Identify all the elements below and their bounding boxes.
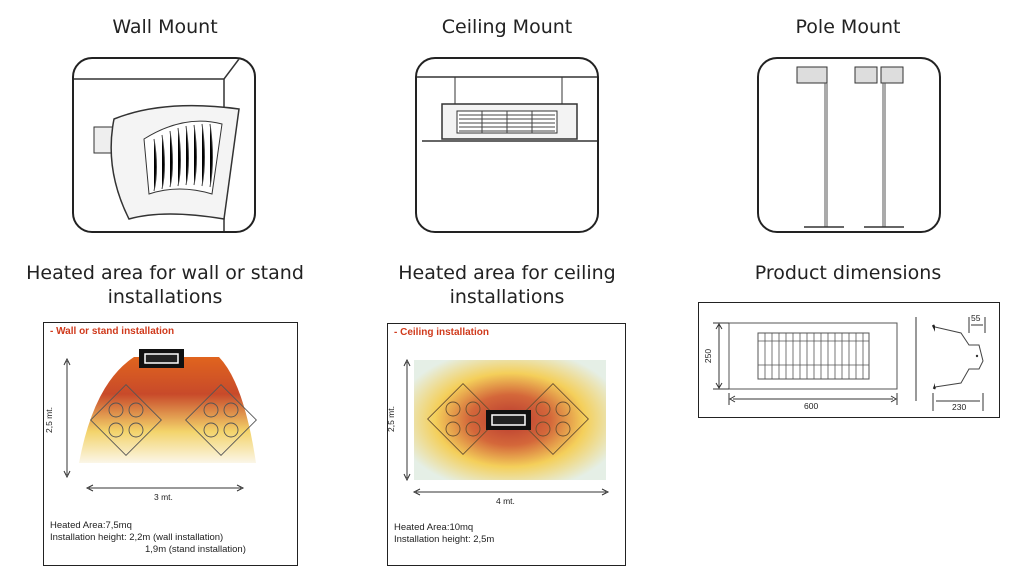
wall-heated-area: Heated Area:7,5mq [50, 520, 132, 531]
title-product-dimensions: Product dimensions [754, 262, 942, 284]
title-ceiling-mount: Ceiling Mount [441, 16, 573, 38]
title-pole-mount: Pole Mount [795, 16, 901, 38]
ceiling-heated-area: Heated Area:10mq [394, 522, 474, 533]
wall-heated-area-diagram: - Wall or stand installation 2,5 mt. 3 m… [43, 322, 298, 566]
ceiling-width-label: 4 mt. [496, 496, 515, 506]
wall-width-label: 3 mt. [154, 492, 173, 502]
ceiling-heated-area-diagram: - Ceiling installation 2,5 mt. 4 mt. Hea… [385, 323, 626, 566]
ceiling-height-label: 2,5 mt. [385, 406, 396, 432]
dim-height-label: 250 [703, 348, 714, 364]
title-line: Heated area for ceiling [398, 262, 616, 284]
wall-mount-image [72, 57, 256, 233]
wall-height-label: 2,5 mt. [43, 407, 54, 433]
product-dimensions-diagram: 250 600 230 55 [698, 302, 1000, 418]
title-line: installations [107, 286, 223, 308]
title-line: Heated area for wall or stand [26, 262, 304, 284]
wall-diagram-title: - Wall or stand installation [50, 326, 175, 337]
ceiling-diagram-title: - Ceiling installation [394, 327, 490, 338]
dim-depth-label: 230 [952, 402, 967, 412]
ceiling-mount-image [415, 57, 599, 233]
ceiling-install-height: Installation height: 2,5m [394, 534, 495, 545]
title-line: installations [449, 286, 565, 308]
title-wall-mount: Wall Mount [112, 16, 218, 38]
dim-width-label: 600 [804, 401, 819, 411]
stand-install-height: 1,9m (stand installation) [145, 544, 246, 555]
wall-install-height: Installation height: 2,2m (wall installa… [50, 532, 224, 543]
pole-mount-image [757, 57, 941, 233]
dim-bracket-label: 55 [971, 313, 981, 323]
